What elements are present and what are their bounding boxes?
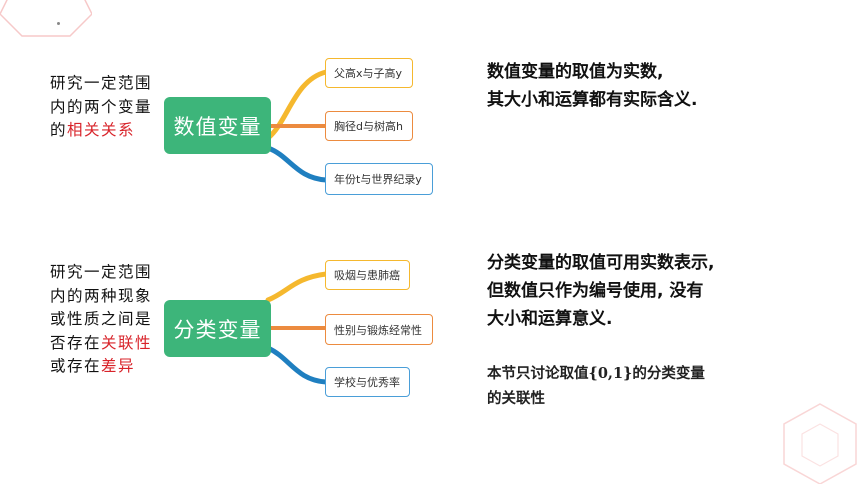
branch-blue — [265, 345, 328, 385]
leaf-smoking-lung-cancer: 吸烟与患肺癌 — [325, 260, 410, 290]
numeric-variable-node: 数值变量 — [164, 97, 271, 154]
categorical-explanation-line-3: 大小和运算意义. — [487, 309, 613, 329]
numeric-branches — [265, 69, 328, 183]
hexagon-decoration-bottom-right — [783, 403, 857, 484]
scope-note-line-1: 本节只讨论取值{0,1}的分类变量 — [487, 365, 705, 382]
categorical-branches — [265, 271, 328, 385]
categorical-explanation-line-1: 分类变量的取值可用实数表示, — [487, 253, 715, 273]
numeric-description: 研究一定范围内的两个变量的相关关系 — [50, 72, 168, 143]
categorical-description-text: 研究一定范围内的两种现象或性质之间是否存在 — [50, 263, 153, 352]
leaf-year-world-record: 年份t与世界纪录y — [325, 163, 433, 195]
leaf-gender-exercise: 性别与锻炼经常性 — [325, 314, 433, 345]
correlation-highlight: 相关关系 — [67, 121, 136, 139]
leaf-school-excellence-rate: 学校与优秀率 — [325, 367, 410, 397]
branch-blue — [265, 145, 328, 183]
scope-note-line-2: 的关联性 — [487, 390, 545, 407]
scope-note: 本节只讨论取值{0,1}的分类变量 的关联性 — [487, 361, 807, 411]
numeric-explanation: 数值变量的取值为实数, 其大小和运算都有实际含义. — [487, 58, 817, 114]
categorical-description: 研究一定范围内的两种现象或性质之间是否存在关联性或存在差异 — [50, 261, 168, 379]
difference-highlight: 差异 — [101, 357, 136, 375]
numeric-description-text: 研究一定范围内的两个变量的 — [50, 74, 153, 139]
categorical-explanation-line-2: 但数值只作为编号使用, 没有 — [487, 281, 704, 301]
branch-yellow — [265, 69, 328, 141]
categorical-variable-node: 分类变量 — [164, 300, 271, 357]
leaf-father-son-height: 父高x与子高y — [325, 58, 413, 88]
leaf-diameter-tree-height: 胸径d与树高h — [325, 111, 413, 141]
association-highlight: 关联性 — [101, 333, 153, 352]
hexagon-decoration-top-left — [0, 0, 92, 37]
decorative-dot — [57, 22, 60, 25]
numeric-explanation-line-1: 数值变量的取值为实数, — [487, 62, 664, 82]
categorical-explanation: 分类变量的取值可用实数表示, 但数值只作为编号使用, 没有 大小和运算意义. — [487, 249, 817, 333]
categorical-description-text-2: 或存在 — [50, 357, 102, 375]
numeric-explanation-line-2: 其大小和运算都有实际含义. — [487, 90, 698, 110]
branch-yellow — [265, 271, 328, 303]
